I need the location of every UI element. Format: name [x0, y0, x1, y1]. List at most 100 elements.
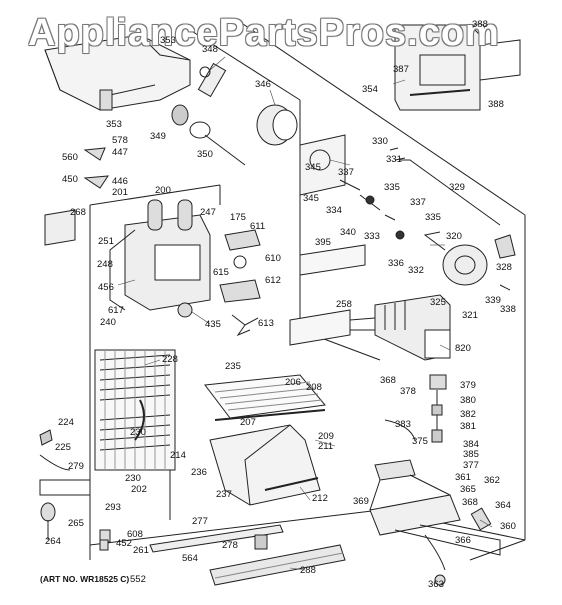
callout-label: 383: [395, 419, 411, 430]
callout-label: 388: [488, 99, 504, 110]
callout-label: 329: [449, 182, 465, 193]
callout-label: 368: [462, 497, 478, 508]
callout-label: 214: [170, 450, 186, 461]
callout-label: 379: [460, 380, 476, 391]
bottom-rails: [150, 525, 345, 585]
callout-label: 820: [455, 343, 471, 354]
callout-label: 560: [62, 152, 78, 163]
callout-label: 345: [305, 162, 321, 173]
callout-label: 387: [393, 64, 409, 75]
callout-label: 578: [112, 135, 128, 146]
callout-label: 365: [460, 484, 476, 495]
callout-label: 610: [265, 253, 281, 264]
fan-bracket: [178, 230, 260, 335]
callout-label: 382: [460, 409, 476, 420]
callout-label: 388: [472, 19, 488, 30]
callout-label: 201: [112, 187, 128, 198]
callout-label: 277: [192, 516, 208, 527]
callout-label: 202: [131, 484, 147, 495]
callout-label: 335: [384, 182, 400, 193]
callout-label: 338: [500, 304, 516, 315]
callout-label: 340: [340, 227, 356, 238]
callout-label: 339: [485, 295, 501, 306]
leader-lines: [118, 57, 492, 570]
callout-label: 450: [62, 174, 78, 185]
air-duct: [110, 200, 210, 310]
callout-label: 278: [222, 540, 238, 551]
callout-label: 175: [230, 212, 246, 223]
callout-label: 230: [125, 473, 141, 484]
callout-label: 337: [410, 197, 426, 208]
callout-label: 331: [386, 154, 402, 165]
callout-label: 378: [400, 386, 416, 397]
callout-label: 325: [430, 297, 446, 308]
ice-bucket: [45, 35, 190, 110]
callout-label: 237: [216, 489, 232, 500]
callout-label: 225: [55, 442, 71, 453]
callout-label: 353: [106, 119, 122, 130]
callout-label: 321: [462, 310, 478, 321]
callout-label: 258: [336, 299, 352, 310]
left-small-parts: [40, 148, 110, 550]
callout-label: 265: [68, 518, 84, 529]
callout-label: 613: [258, 318, 274, 329]
watermark-text: AppliancePartsPros.com: [28, 12, 500, 54]
callout-label: 248: [97, 259, 113, 270]
ice-maker: [350, 295, 450, 360]
callout-label: 369: [353, 496, 369, 507]
callout-label: 330: [372, 136, 388, 147]
callout-label: 240: [100, 317, 116, 328]
callout-label: 279: [68, 461, 84, 472]
auger-parts: [172, 64, 297, 165]
callout-label: 364: [495, 500, 511, 511]
callout-label: 268: [70, 207, 86, 218]
callout-label: 617: [108, 305, 124, 316]
callout-label: 337: [338, 167, 354, 178]
callout-label: 335: [425, 212, 441, 223]
shelf: [205, 375, 325, 420]
callout-label: 385: [463, 449, 479, 460]
callout-label: 354: [362, 84, 378, 95]
dispenser-door: [395, 25, 520, 110]
callout-label: 381: [460, 421, 476, 432]
callout-label: 366: [455, 535, 471, 546]
callout-label: 380: [460, 395, 476, 406]
callout-label: 235: [225, 361, 241, 372]
callout-label: 230: [130, 427, 146, 438]
callout-label: 611: [250, 221, 266, 232]
callout-label: 261: [133, 545, 149, 556]
callout-label: 368: [380, 375, 396, 386]
callout-label: 456: [98, 282, 114, 293]
callout-label: 333: [364, 231, 380, 242]
callout-label: 209: [318, 431, 334, 442]
callout-label: 251: [98, 236, 114, 247]
callout-label: 224: [58, 417, 74, 428]
compressor-area: [370, 460, 500, 585]
callout-label: 395: [315, 237, 331, 248]
callout-label: 328: [496, 262, 512, 273]
callout-label: 350: [197, 149, 213, 160]
callout-label: 348: [202, 44, 218, 55]
evaporator-assembly: [95, 350, 175, 470]
callout-label: 247: [200, 207, 216, 218]
callout-label: 228: [162, 354, 178, 365]
callout-label: 345: [303, 193, 319, 204]
callout-label: 349: [150, 131, 166, 142]
callout-label: 293: [105, 502, 121, 513]
callout-label: 208: [306, 382, 322, 393]
callout-label: 360: [500, 521, 516, 532]
pan: [210, 425, 320, 505]
callout-label: 334: [326, 205, 342, 216]
callout-label: 612: [265, 275, 281, 286]
callout-label: 361: [455, 472, 471, 483]
callout-label: 362: [484, 475, 500, 486]
callout-label: 363: [428, 579, 444, 590]
light-shields: [290, 245, 365, 345]
callout-label: 332: [408, 265, 424, 276]
callout-label: 320: [446, 231, 462, 242]
callout-label: 552: [130, 574, 146, 585]
valve-parts: [385, 375, 446, 442]
callout-label: 446: [112, 176, 128, 187]
